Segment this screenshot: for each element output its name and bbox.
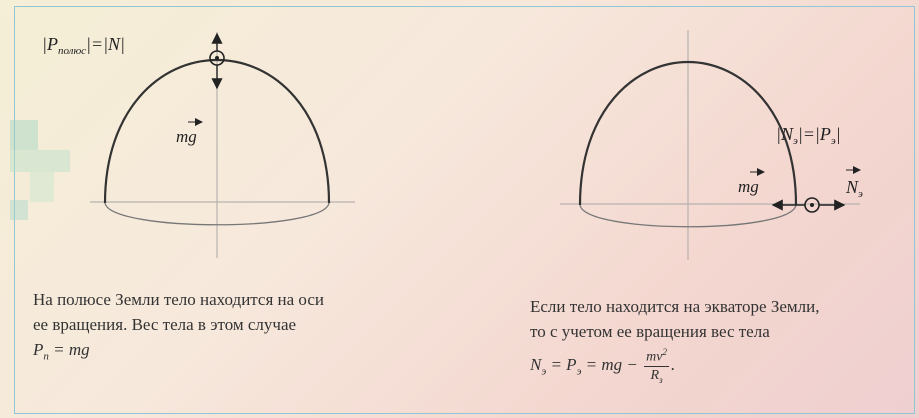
decor-block: [30, 172, 54, 202]
right-caption: Если тело находится на экваторе Земли, т…: [530, 294, 918, 344]
body-dot: [215, 56, 219, 60]
left-equality-label: |Pполюс|=|N|: [42, 34, 125, 57]
hemisphere-base: [579, 204, 797, 228]
hemisphere-outline: [578, 60, 798, 206]
right-equality-label: |Nэ|=|Pэ|: [776, 124, 841, 147]
right-caption-line2: то с учетом ее вращения вес тела: [530, 322, 770, 341]
left-caption: На полюсе Земли тело находится на оси ее…: [33, 287, 431, 369]
decor-block: [10, 120, 38, 150]
left-diagram: |Pполюс|=|N| mg: [42, 32, 355, 258]
left-caption-line2: ее вращения. Вес тела в этом случае: [33, 315, 297, 334]
right-gravity-label: mg: [738, 177, 759, 196]
right-normal-label: Nэ: [845, 177, 863, 200]
left-caption-formula: Pп = mg: [33, 340, 90, 363]
decor-block: [10, 200, 28, 220]
left-gravity-label: mg: [176, 127, 197, 146]
decor-block: [10, 150, 70, 172]
left-caption-line1: На полюсе Земли тело находится на оси: [33, 290, 325, 309]
body-dot: [810, 203, 814, 207]
right-caption-formula: Nэ = Pэ = mg − mv2 Rз .: [530, 344, 675, 388]
right-caption-line1: Если тело находится на экваторе Земли,: [530, 297, 820, 316]
slide-frame: [14, 6, 915, 414]
right-diagram: |Nэ|=|Pэ| mg Nэ: [560, 30, 863, 260]
hemisphere-base: [104, 202, 330, 226]
